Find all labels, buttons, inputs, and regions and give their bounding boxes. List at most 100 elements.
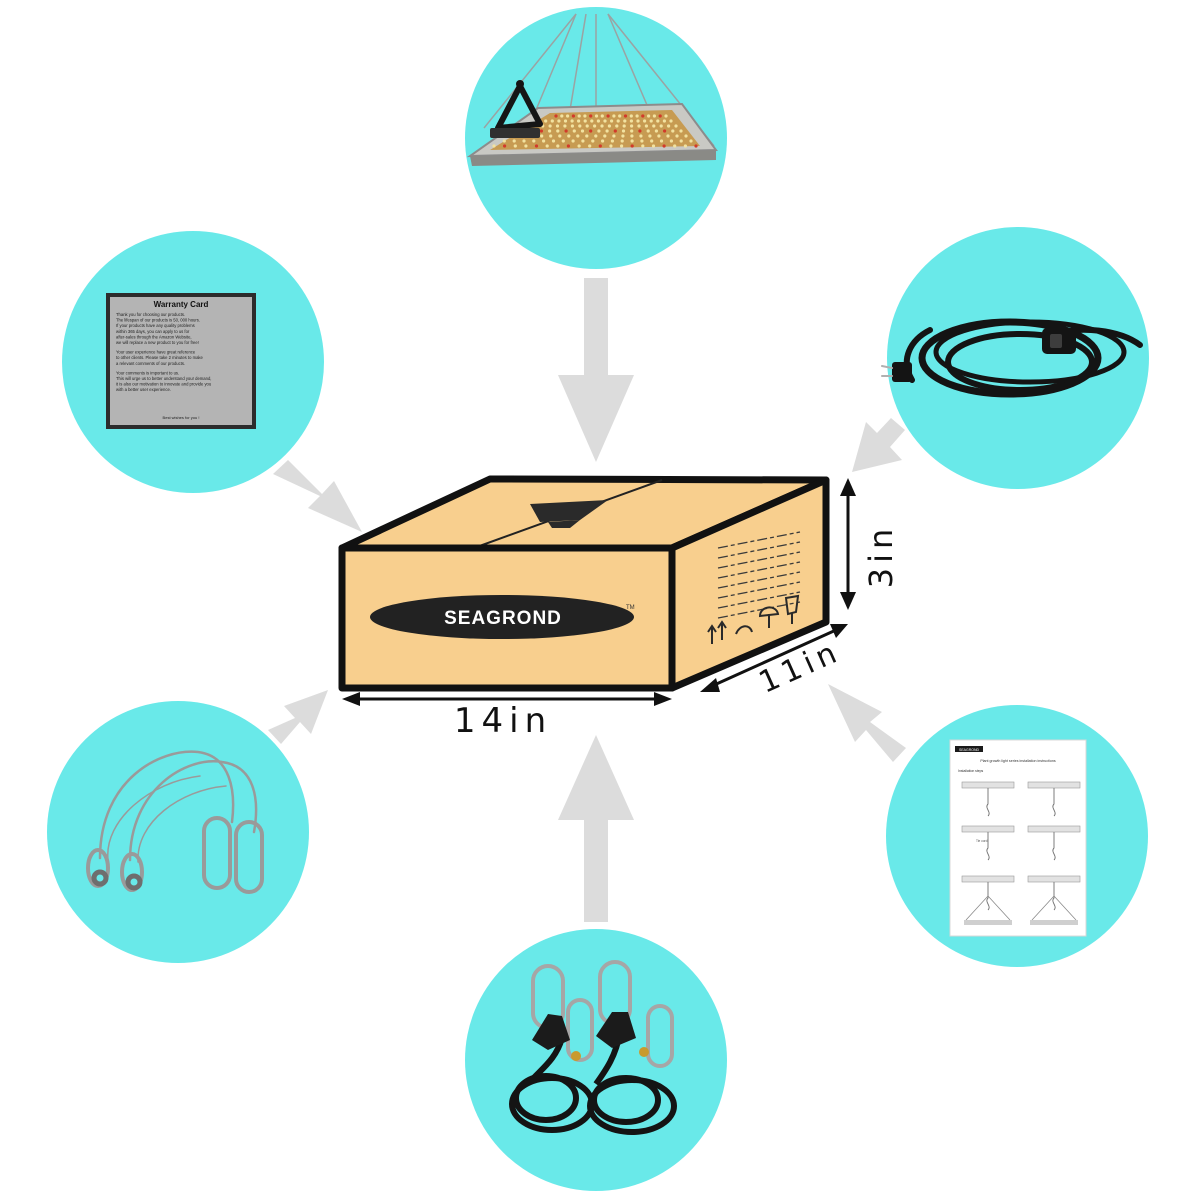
- warranty-card-title: Warranty Card: [154, 300, 209, 309]
- led-dot: [671, 129, 675, 133]
- led-dot: [658, 114, 662, 118]
- warranty-card-closing: Best wishes for you !: [163, 415, 200, 420]
- led-dot: [606, 114, 610, 118]
- led-dot: [663, 129, 667, 133]
- led-dot: [548, 129, 552, 133]
- led-dot: [540, 134, 544, 138]
- circle-power-cord: [887, 227, 1149, 489]
- led-dot: [539, 129, 544, 133]
- led-dot: [566, 144, 571, 148]
- led-dot: [649, 119, 653, 123]
- led-dot: [561, 139, 565, 143]
- manual-figure: [1027, 875, 1081, 883]
- side-label-line: [717, 591, 801, 609]
- manual-figure-hook: [1052, 788, 1056, 817]
- led-dot: [601, 139, 605, 143]
- led-dot: [549, 134, 553, 138]
- manual-figure-hook: [986, 788, 990, 817]
- led-dot: [577, 114, 581, 118]
- manual-title: Plant growth light series installation i…: [980, 759, 1056, 763]
- box-side-face: [668, 476, 830, 692]
- led-dot: [659, 124, 663, 128]
- led-dot: [648, 134, 652, 138]
- manual-figures: [961, 781, 1081, 925]
- side-label-line: [717, 571, 801, 589]
- led-dot: [607, 124, 612, 128]
- led-dot: [557, 119, 561, 123]
- arrow-top: [558, 278, 634, 462]
- led-dot: [591, 139, 595, 143]
- led-dot: [620, 144, 624, 148]
- led-dot: [612, 114, 616, 118]
- led-dot: [618, 114, 622, 118]
- led-dot: [534, 144, 539, 148]
- led-dot: [684, 134, 688, 138]
- led-dot: [666, 134, 670, 138]
- led-dot: [683, 144, 688, 148]
- warranty-line: it is also our motivation to innovate an…: [116, 382, 212, 387]
- manual-icon: SEAGROND Plant growth light series insta…: [949, 739, 1087, 937]
- manual-figure-panel: [964, 920, 1012, 925]
- led-dot: [571, 139, 575, 143]
- led-dot: [662, 119, 667, 123]
- manual-section: Installation steps: [958, 769, 984, 773]
- led-dot: [603, 119, 607, 123]
- led-dot: [659, 139, 664, 143]
- led-dot: [623, 114, 628, 118]
- led-dot: [583, 119, 587, 123]
- warranty-line: This will urge us to better understand y…: [116, 376, 211, 381]
- box-side-label: [717, 531, 801, 619]
- led-dot: [630, 139, 634, 143]
- led-dot: [605, 129, 609, 133]
- led-dot: [616, 119, 620, 123]
- led-dot: [598, 144, 602, 148]
- led-dot: [610, 139, 615, 143]
- warranty-line: If your products have any quality proble…: [116, 323, 195, 328]
- led-dot: [576, 134, 580, 138]
- depth-dimension-line: [711, 628, 837, 688]
- led-dot: [621, 129, 626, 133]
- led-dot: [622, 124, 626, 128]
- led-dot: [675, 134, 679, 138]
- arrow-upper-right: [852, 418, 905, 472]
- led-dot: [513, 144, 517, 148]
- led-dot: [593, 124, 597, 128]
- led-dot: [669, 139, 674, 143]
- led-dot: [550, 119, 554, 123]
- led-dot: [641, 144, 645, 148]
- led-dot: [610, 119, 614, 123]
- led-dot: [630, 144, 634, 148]
- side-label-line: [717, 551, 801, 569]
- led-dot: [589, 129, 593, 133]
- manual-figure-hook: [986, 832, 990, 861]
- led-dot: [647, 114, 651, 118]
- warranty-line: Your user experience have great referenc…: [116, 350, 196, 355]
- manual-figure: [1027, 825, 1081, 833]
- led-dot: [657, 134, 661, 138]
- side-label-line: [717, 581, 801, 599]
- package-box: SEAGROND TM: [338, 475, 830, 692]
- led-dot: [572, 129, 576, 133]
- led-dot: [532, 139, 536, 143]
- led-dot: [650, 139, 654, 143]
- led-dot: [578, 124, 582, 128]
- warranty-card-text: Thank you for choosing our products.The …: [116, 312, 212, 392]
- arrows: [268, 278, 906, 922]
- led-dot: [585, 124, 589, 128]
- led-dot: [652, 124, 656, 128]
- led-dot: [548, 124, 552, 128]
- led-dot: [641, 114, 645, 118]
- side-label-line: [717, 531, 801, 549]
- arrow-lower-right: [828, 684, 906, 762]
- led-dot: [590, 119, 594, 123]
- led-dot: [522, 139, 526, 143]
- led-dot: [667, 124, 671, 128]
- warranty-line: we will replace a new product to you for…: [116, 340, 199, 345]
- led-dot: [673, 144, 677, 148]
- arrow-upper-left: [273, 460, 362, 532]
- led-dot: [620, 139, 624, 143]
- led-dot: [588, 144, 592, 148]
- led-dot: [664, 114, 668, 118]
- led-dot: [566, 114, 570, 118]
